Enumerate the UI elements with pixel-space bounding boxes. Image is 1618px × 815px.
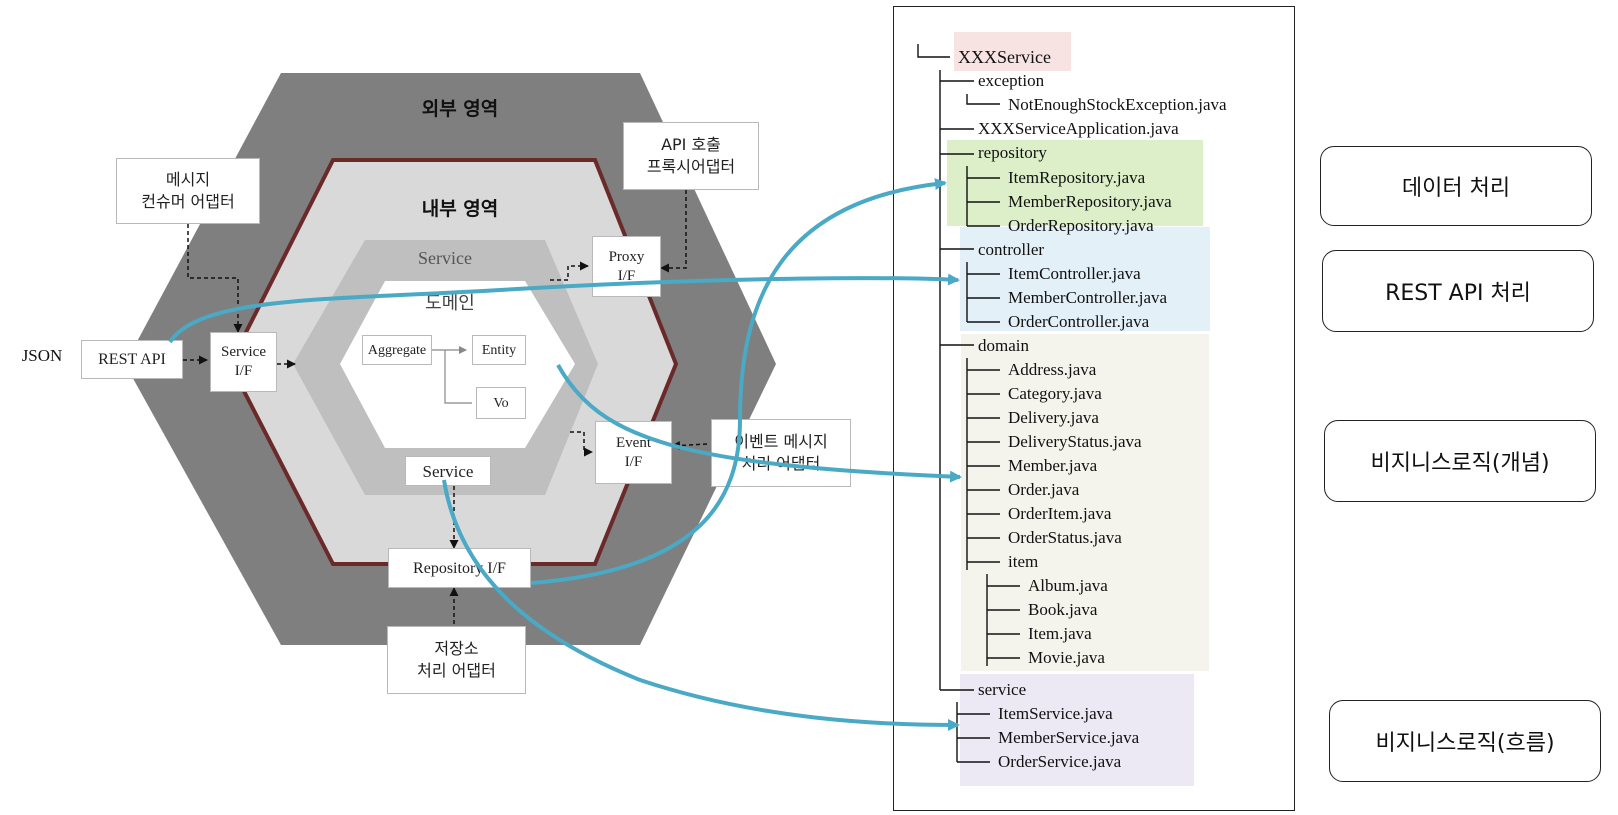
storage-adapter-box: 저장소 처리 어댑터 [387, 626, 526, 694]
tree-exception-file: NotEnoughStockException.java [1008, 95, 1227, 114]
tree-repository-file: OrderRepository.java [1008, 216, 1154, 235]
tree-service-file: ItemService.java [998, 704, 1113, 723]
tree-domain-file: DeliveryStatus.java [1008, 432, 1142, 451]
proxy-if-box: Proxy I/F [592, 236, 661, 297]
legend-business-logic-flow: 비지니스로직(흐름) [1329, 700, 1601, 782]
tree-item-file: Movie.java [1028, 648, 1105, 667]
json-label: JSON [21, 346, 63, 365]
tree-domain: domain [978, 336, 1029, 355]
domain-label: 도메인 [425, 293, 475, 314]
tree-domain-file: Address.java [1008, 360, 1097, 379]
tree-domain-file: OrderStatus.java [1008, 528, 1122, 547]
tree-repository-file: MemberRepository.java [1008, 192, 1172, 211]
aggregate-vo-connector [444, 350, 472, 404]
tree-app-file: XXXServiceApplication.java [978, 119, 1179, 138]
highlight-root [954, 32, 1071, 71]
legend-rest-api-processing: REST API 처리 [1322, 250, 1594, 332]
highlight-service [960, 674, 1194, 786]
tree-root: XXXService [958, 47, 1051, 67]
message-consumer-adapter-box: 메시지 컨슈머 어댑터 [116, 158, 260, 224]
tree-domain-file: Delivery.java [1008, 408, 1099, 427]
highlight-repository [947, 140, 1203, 226]
aggregate-box: Aggregate [362, 335, 432, 365]
tree-item-folder: item [1008, 552, 1039, 571]
legend-data-processing: 데이터 처리 [1320, 146, 1592, 226]
tree-repository: repository [978, 143, 1047, 162]
tree-domain-file: OrderItem.java [1008, 504, 1112, 523]
tree-item-file: Album.java [1028, 576, 1108, 595]
service-ring-label: Service [418, 247, 472, 268]
api-proxy-adapter-box: API 호출 프록시어댑터 [623, 122, 759, 190]
highlight-controller [960, 227, 1210, 331]
tree-service-file: MemberService.java [998, 728, 1140, 747]
tree-controller: controller [978, 240, 1045, 259]
vo-box: Vo [476, 387, 526, 419]
rest-api-box: REST API [81, 340, 183, 379]
tree-item-file: Item.java [1028, 624, 1092, 643]
tree-service: service [978, 680, 1027, 699]
service-if-box: Service I/F [210, 332, 277, 392]
event-message-adapter-box: 이벤트 메시지 처리 어댑터 [711, 419, 851, 487]
event-if-box: Event I/F [595, 421, 672, 484]
tree-controller-file: ItemController.java [1008, 264, 1141, 283]
highlight-domain [961, 334, 1209, 671]
legend-business-logic-concept: 비지니스로직(개념) [1324, 420, 1596, 502]
inner-area-label: 내부 영역 [421, 197, 499, 220]
tree-service-file: OrderService.java [998, 752, 1122, 771]
repository-if-box: Repository I/F [388, 548, 531, 588]
tree-domain-file: Member.java [1008, 456, 1098, 475]
outer-area-label: 외부 영역 [421, 97, 499, 120]
tree-domain-file: Order.java [1008, 480, 1080, 499]
tree-item-file: Book.java [1028, 600, 1098, 619]
tree-repository-file: ItemRepository.java [1008, 168, 1146, 187]
tree-domain-file: Category.java [1008, 384, 1102, 403]
tree-exception: exception [978, 71, 1045, 90]
tree-controller-file: OrderController.java [1008, 312, 1150, 331]
tree-controller-file: MemberController.java [1008, 288, 1168, 307]
entity-box: Entity [472, 335, 526, 365]
service-bottom-box: Service [405, 456, 491, 486]
